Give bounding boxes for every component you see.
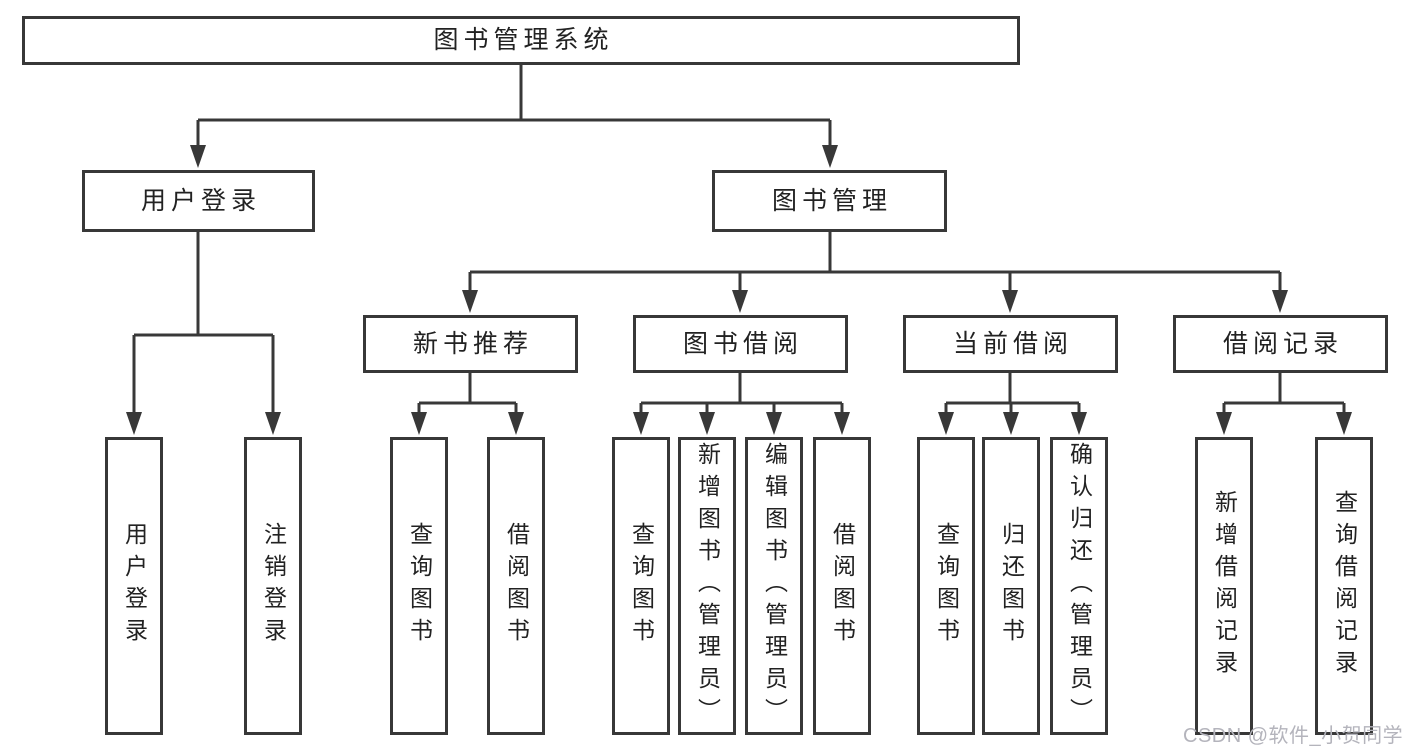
node-label: 图书管理系统	[433, 26, 614, 54]
node-label: 查询图书	[406, 522, 433, 650]
leaf-query-books-1: 查询图书	[390, 437, 448, 735]
node-label: 新书推荐	[412, 329, 533, 358]
node-label: 确认归还（管理员）	[1066, 442, 1093, 730]
node-label: 用户登录	[140, 186, 261, 215]
node-book-borrow: 图书借阅	[633, 315, 848, 373]
node-new-book-recommend: 新书推荐	[363, 315, 578, 373]
leaf-return-books: 归还图书	[982, 437, 1040, 735]
node-label: 借阅记录	[1222, 329, 1343, 358]
leaf-borrow-books-2: 借阅图书	[813, 437, 871, 735]
node-user-login: 用户登录	[82, 170, 315, 232]
leaf-confirm-return-admin: 确认归还（管理员）	[1050, 437, 1108, 735]
node-label: 查询图书	[628, 522, 655, 650]
node-label: 归还图书	[998, 522, 1025, 650]
leaf-user-login: 用户登录	[105, 437, 163, 735]
leaf-add-books-admin: 新增图书（管理员）	[678, 437, 736, 735]
node-root: 图书管理系统	[22, 16, 1020, 65]
node-book-management: 图书管理	[712, 170, 947, 232]
leaf-query-books-2: 查询图书	[612, 437, 670, 735]
node-label: 编辑图书（管理员）	[761, 442, 788, 730]
leaf-edit-books-admin: 编辑图书（管理员）	[745, 437, 803, 735]
leaf-borrow-books-1: 借阅图书	[487, 437, 545, 735]
node-borrow-records: 借阅记录	[1173, 315, 1388, 373]
node-label: 当前借阅	[952, 329, 1073, 358]
node-label: 查询图书	[933, 522, 960, 650]
node-label: 注销登录	[260, 522, 287, 650]
leaf-logout: 注销登录	[244, 437, 302, 735]
leaf-query-books-3: 查询图书	[917, 437, 975, 735]
node-label: 新增图书（管理员）	[694, 442, 721, 730]
node-label: 查询借阅记录	[1331, 490, 1358, 682]
node-label: 借阅图书	[829, 522, 856, 650]
leaf-query-borrow-record: 查询借阅记录	[1315, 437, 1373, 735]
node-current-borrow: 当前借阅	[903, 315, 1118, 373]
node-label: 图书管理	[771, 186, 892, 215]
leaf-add-borrow-record: 新增借阅记录	[1195, 437, 1253, 735]
node-label: 借阅图书	[503, 522, 530, 650]
watermark: CSDN @软件_小贺同学	[1183, 725, 1404, 747]
node-label: 新增借阅记录	[1211, 490, 1238, 682]
node-label: 用户登录	[121, 522, 148, 650]
node-label: 图书借阅	[682, 329, 803, 358]
